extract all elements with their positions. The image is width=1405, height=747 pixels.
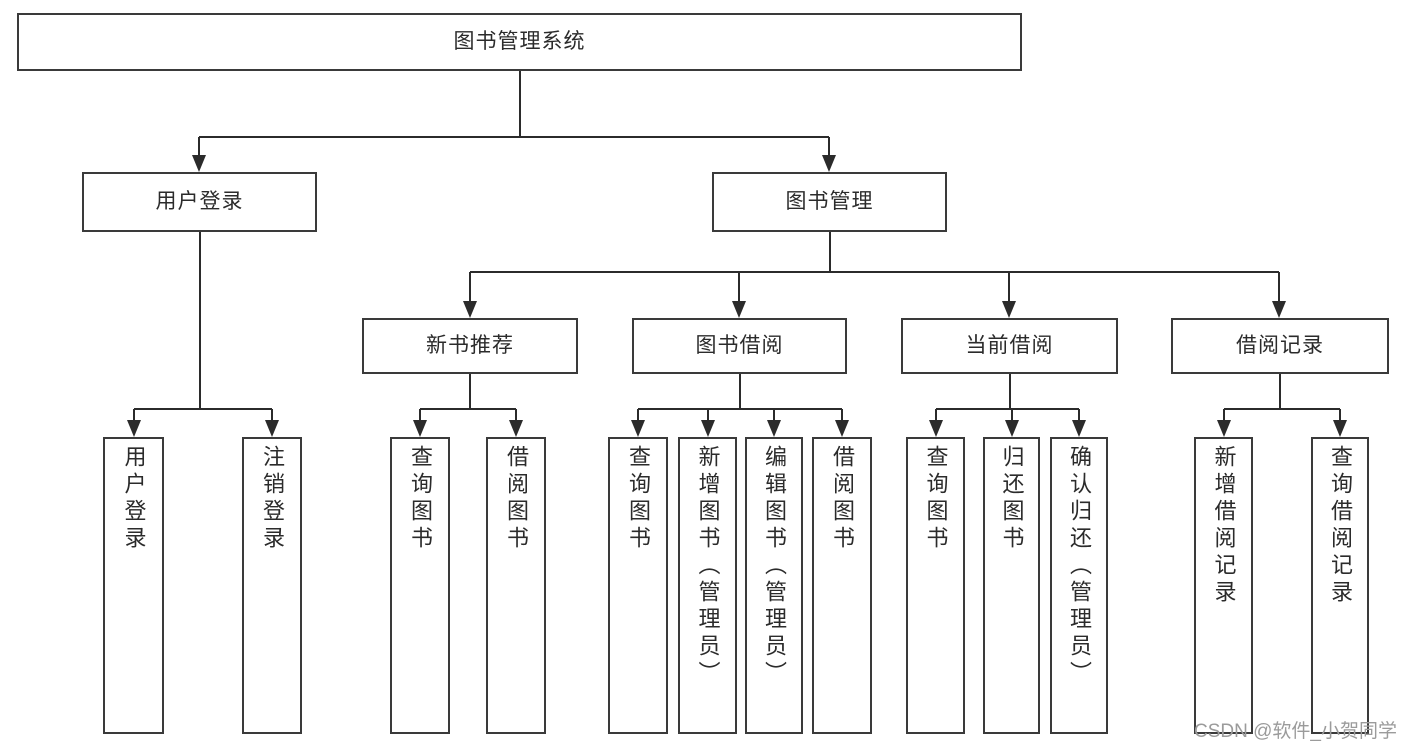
arrowhead-icon <box>126 420 141 437</box>
arrowhead-icon <box>1272 301 1286 318</box>
level3-2-to-leaves-branch-1 <box>1010 409 1013 421</box>
arrowhead-icon <box>1072 420 1086 437</box>
userlogin-to-leaves-bus <box>133 408 272 410</box>
level3-2-to-leaves-branch-2 <box>1078 409 1080 421</box>
node-leaf-edit-book-admin[interactable]: 编辑图书（管理员） <box>745 437 803 734</box>
level3-1-to-leaves-stem <box>738 374 741 409</box>
bookmanage-to-level3-stem <box>828 232 831 272</box>
node-label: 图书借阅 <box>695 333 784 357</box>
level3-1-to-leaves-branch-1 <box>706 409 709 421</box>
level3-0-to-leaves-stem <box>469 374 471 409</box>
arrowhead-icon <box>928 420 943 437</box>
level3-3-to-leaves-branch-0 <box>1222 409 1225 421</box>
node-leaf-query-borrow-record[interactable]: 查询借阅记录 <box>1311 437 1369 734</box>
node-label: 查询借阅记录 <box>1328 445 1353 607</box>
node-leaf-logout[interactable]: 注销登录 <box>242 437 302 734</box>
node-leaf-user-login[interactable]: 用户登录 <box>103 437 164 734</box>
node-label: 归还图书 <box>999 445 1025 553</box>
arrowhead-icon <box>509 420 523 437</box>
node-label: 借阅记录 <box>1236 333 1324 357</box>
level3-1-to-leaves-branch-0 <box>637 409 639 421</box>
node-label: 用户登录 <box>121 445 147 553</box>
node-label: 注销登录 <box>260 445 285 553</box>
node-leaf-query-book-cur[interactable]: 查询图书 <box>906 437 965 734</box>
level3-2-to-leaves-branch-0 <box>934 409 937 421</box>
arrowhead-icon <box>700 420 715 437</box>
level3-3-to-leaves-stem <box>1279 374 1281 409</box>
node-leaf-query-book-rec[interactable]: 查询图书 <box>390 437 450 734</box>
node-label: 确认归还（管理员） <box>1067 445 1092 688</box>
userlogin-to-leaves-branch-1 <box>271 409 273 421</box>
bookmanage-to-level3-branch-0 <box>469 272 471 302</box>
node-label: 当前借阅 <box>965 333 1054 357</box>
node-leaf-borrow-book-bor[interactable]: 借阅图书 <box>812 437 872 734</box>
bookmanage-to-level3-branch-1 <box>738 272 740 302</box>
node-label: 编辑图书（管理员） <box>762 445 787 688</box>
node-label: 新增图书（管理员） <box>695 445 721 688</box>
node-label: 借阅图书 <box>504 445 529 553</box>
node-user-login[interactable]: 用户登录 <box>82 172 317 232</box>
root-to-level2-branch-0 <box>198 137 200 156</box>
arrowhead-icon <box>1333 420 1347 437</box>
node-label: 新书推荐 <box>426 333 514 357</box>
arrowhead-icon <box>1216 420 1231 437</box>
node-leaf-confirm-return[interactable]: 确认归还（管理员） <box>1050 437 1108 734</box>
level3-1-to-leaves-branch-2 <box>773 409 775 421</box>
root-to-level2-stem <box>519 71 521 137</box>
node-book-borrow[interactable]: 图书借阅 <box>632 318 847 374</box>
node-label: 图书管理 <box>785 189 874 213</box>
arrowhead-icon <box>631 420 645 437</box>
node-new-book-recommend[interactable]: 新书推荐 <box>362 318 578 374</box>
root-to-level2-bus <box>199 136 829 138</box>
node-label: 借阅图书 <box>830 445 855 553</box>
arrowhead-icon <box>192 155 206 172</box>
arrowhead-icon <box>732 301 746 318</box>
node-label: 查询图书 <box>408 445 433 553</box>
node-label: 用户登录 <box>155 189 244 213</box>
node-leaf-return-book[interactable]: 归还图书 <box>983 437 1040 734</box>
arrowhead-icon <box>1002 301 1016 318</box>
node-label: 新增借阅记录 <box>1211 445 1237 607</box>
node-label: 查询图书 <box>923 445 949 553</box>
level3-3-to-leaves-bus <box>1223 408 1340 410</box>
arrowhead-icon <box>413 420 427 437</box>
level3-3-to-leaves-branch-1 <box>1339 409 1341 421</box>
bookmanage-to-level3-bus <box>470 271 1279 273</box>
userlogin-to-leaves-branch-0 <box>132 409 135 421</box>
node-label: 查询图书 <box>626 445 651 553</box>
arrowhead-icon <box>1004 420 1019 437</box>
arrowhead-icon <box>265 420 279 437</box>
node-root[interactable]: 图书管理系统 <box>17 13 1022 71</box>
bookmanage-to-level3-branch-3 <box>1278 272 1280 302</box>
level3-0-to-leaves-bus <box>420 408 516 410</box>
level3-2-to-leaves-bus <box>935 408 1079 410</box>
node-borrow-record[interactable]: 借阅记录 <box>1171 318 1389 374</box>
level3-0-to-leaves-branch-0 <box>419 409 421 421</box>
arrowhead-icon <box>767 420 781 437</box>
level3-0-to-leaves-branch-1 <box>515 409 517 421</box>
level3-1-to-leaves-bus <box>638 408 842 410</box>
node-label: 图书管理系统 <box>453 29 586 53</box>
node-leaf-add-borrow-record[interactable]: 新增借阅记录 <box>1194 437 1253 734</box>
node-leaf-add-book-admin[interactable]: 新增图书（管理员） <box>678 437 737 734</box>
arrowhead-icon <box>822 155 836 172</box>
level3-2-to-leaves-stem <box>1008 374 1011 409</box>
userlogin-to-leaves-stem <box>198 232 201 409</box>
arrowhead-icon <box>835 420 849 437</box>
node-leaf-borrow-book-rec[interactable]: 借阅图书 <box>486 437 546 734</box>
node-current-borrow[interactable]: 当前借阅 <box>901 318 1118 374</box>
node-leaf-query-book-bor[interactable]: 查询图书 <box>608 437 668 734</box>
level3-1-to-leaves-branch-3 <box>841 409 843 421</box>
bookmanage-to-level3-branch-2 <box>1008 272 1010 302</box>
arrowhead-icon <box>463 301 477 318</box>
node-book-manage[interactable]: 图书管理 <box>712 172 947 232</box>
root-to-level2-branch-1 <box>828 137 830 156</box>
